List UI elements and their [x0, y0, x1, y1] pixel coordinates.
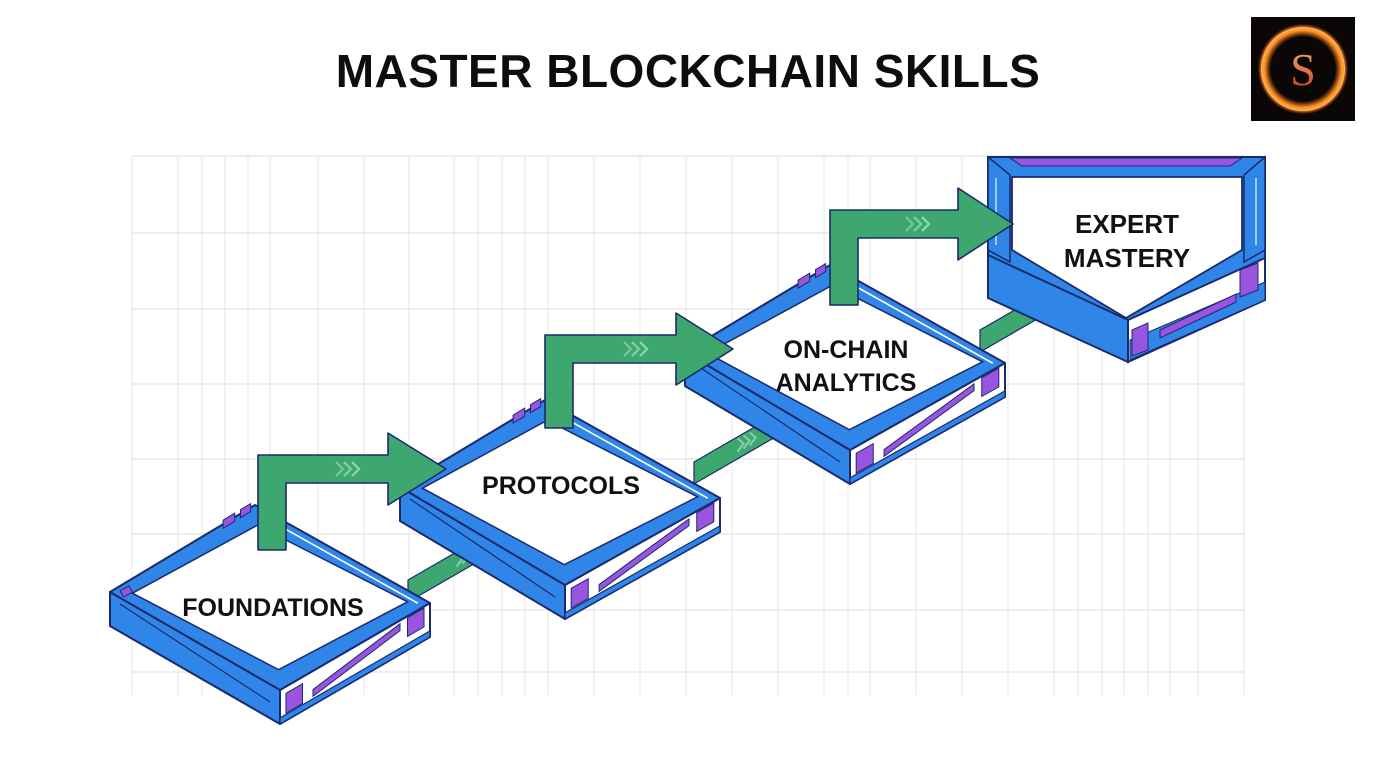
step-block-4	[987, 155, 1266, 364]
page-title: MASTER BLOCKCHAIN SKILLS	[335, 45, 1041, 97]
chevron-icon	[736, 437, 746, 453]
arrow-3-4	[829, 187, 1014, 306]
chevron-icon	[905, 216, 915, 232]
arrow-shape	[257, 432, 447, 551]
shield-column-right	[1243, 155, 1266, 264]
chevron-icon	[913, 216, 923, 232]
purple-slot	[1159, 293, 1237, 339]
chevron-icon	[631, 341, 641, 357]
purple-panel	[696, 502, 715, 533]
purple-chip	[530, 397, 542, 414]
rim-highlight	[263, 516, 419, 604]
chevron-icon	[343, 461, 353, 477]
purple-chip	[240, 502, 252, 519]
step-labels: FOUNDATIONS PROTOCOLS ON-CHAIN ANALYTICS EXP…	[182, 209, 1190, 622]
purple-panel	[981, 367, 1000, 398]
purple-panel	[1131, 322, 1149, 357]
purple-panel	[855, 442, 874, 474]
step-block-2	[399, 397, 721, 621]
purple-panel	[285, 682, 303, 714]
rim-highlight	[553, 411, 709, 499]
logo-letter: S	[1290, 44, 1316, 95]
step-label: PROTOCOLS	[482, 472, 640, 500]
purple-slot	[312, 622, 401, 698]
chevron-icon	[623, 341, 633, 357]
block-right-base	[279, 629, 431, 726]
block-top-face	[705, 284, 985, 431]
chevron-icon	[639, 341, 649, 357]
arrow-2-3	[544, 312, 734, 429]
purple-bar	[1008, 157, 1244, 167]
face-line	[409, 498, 556, 598]
purple-panel	[407, 607, 425, 638]
purple-chip	[119, 585, 133, 598]
chevron-icon	[335, 461, 345, 477]
chevron-icon	[742, 434, 752, 450]
purple-panel	[570, 577, 589, 609]
purple-chip	[512, 407, 526, 425]
step-label: MASTERY	[1064, 243, 1190, 273]
step-block-3	[684, 262, 1006, 486]
purple-chip	[815, 262, 827, 279]
step-block-1	[109, 502, 431, 726]
block-top-face	[420, 419, 700, 566]
step-label: EXPERT	[1075, 209, 1179, 239]
arrow-shape	[829, 187, 1014, 306]
arrow-1-2	[257, 432, 447, 551]
block-right-base	[849, 389, 1006, 486]
fire-ring-logo-icon: S	[1257, 23, 1349, 115]
step-label: ON-CHAIN	[784, 336, 909, 364]
block-right-base	[564, 524, 721, 621]
brand-logo: S	[1251, 17, 1355, 121]
purple-panel	[1239, 262, 1259, 298]
block-top-face	[130, 524, 410, 671]
purple-slot	[883, 382, 975, 458]
face-line	[694, 363, 841, 463]
chevron-icon	[748, 431, 758, 447]
purple-chip	[222, 512, 236, 530]
step-arrows	[257, 187, 1014, 551]
step-label: ANALYTICS	[776, 369, 917, 397]
rim-highlight	[838, 276, 994, 364]
shield-face	[1011, 176, 1243, 320]
face-line	[119, 603, 271, 703]
arrow-shape	[544, 312, 734, 429]
step-blocks	[109, 155, 1266, 726]
chevron-icon	[921, 216, 931, 232]
purple-slot	[598, 517, 690, 593]
step-label: FOUNDATIONS	[182, 594, 363, 622]
chevron-icon	[351, 461, 361, 477]
purple-chip	[797, 272, 811, 290]
